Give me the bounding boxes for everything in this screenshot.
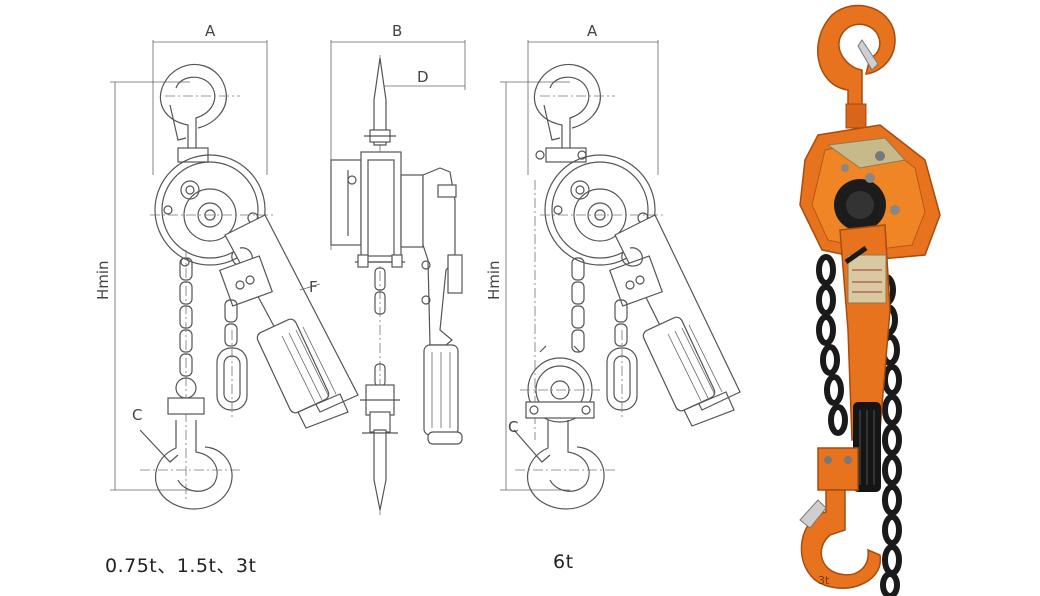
front-view-6t: A Hmin — [485, 22, 741, 510]
dim-f-label: F — [309, 278, 318, 296]
dim-c-right-label: C — [508, 418, 518, 436]
dim-hmin-label: Hmin — [94, 260, 112, 300]
front-view-small: A Hmin — [94, 22, 359, 510]
dim-b-label: B — [392, 22, 402, 40]
dim-hmin-right-label: Hmin — [485, 260, 503, 300]
hook-capacity-label: 3t — [818, 574, 830, 587]
dim-c-label: C — [132, 406, 142, 424]
dim-d-label: D — [417, 68, 429, 86]
side-view: B D — [330, 22, 466, 515]
dim-a-right-label: A — [587, 22, 598, 40]
lever-hoist-photo: 3t — [799, 4, 941, 596]
dim-a-label: A — [205, 22, 216, 40]
caption-6t-model: 6t — [553, 551, 574, 573]
caption-small-models: 0.75t、1.5t、3t — [105, 555, 257, 577]
